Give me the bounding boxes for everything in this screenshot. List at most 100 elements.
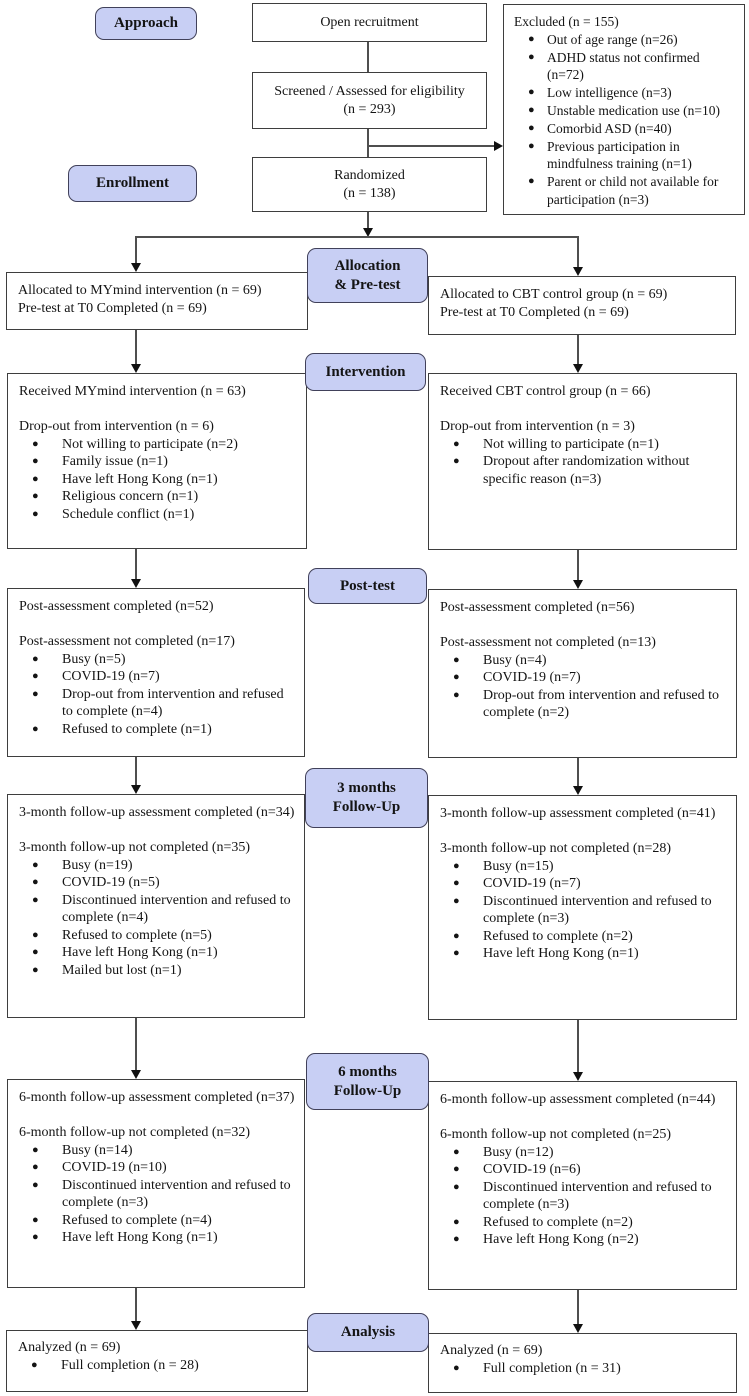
- list-item-text: Drop-out from intervention and refused t…: [483, 687, 719, 721]
- mymind-analysis-box: Analyzed (n = 69) ●Full completion (n = …: [6, 1330, 308, 1392]
- badge-label: Analysis: [340, 1324, 396, 1340]
- bullet-icon: ●: [32, 652, 39, 665]
- connector-line: [577, 758, 579, 786]
- connector-line: [135, 757, 137, 785]
- list-item-text: Refused to complete (n=2): [483, 1214, 633, 1230]
- bullet-icon: ●: [32, 1161, 39, 1173]
- list-item: ●Busy (n=14): [19, 1142, 296, 1160]
- list-item-text: Mailed but lost (n=1): [62, 962, 182, 978]
- bullet-icon: ●: [453, 653, 460, 666]
- list-item-text: Have left Hong Kong (n=1): [62, 471, 218, 487]
- bullet-icon: ●: [32, 946, 39, 958]
- cbt-allocation-box: Allocated to CBT control group (n = 69) …: [428, 276, 736, 335]
- badge-label-line2: & Pre-test: [334, 276, 401, 293]
- arrowhead-down-icon: [573, 786, 583, 795]
- list-item: ● Comorbid ASD (n=40): [514, 120, 738, 138]
- badge-label-line1: 6 months: [338, 1063, 397, 1080]
- bullet-icon: ●: [453, 1163, 460, 1175]
- bullet-icon: ●: [32, 490, 39, 502]
- bullet-icon: ●: [453, 1145, 460, 1158]
- list-item: ●Religious concern (n=1): [19, 488, 298, 506]
- box-header: 6-month follow-up assessment completed (…: [440, 1092, 716, 1107]
- bullet-icon: ●: [32, 472, 39, 485]
- connector-line: [577, 236, 579, 267]
- connector-line: [577, 334, 579, 364]
- bullet-icon: ●: [528, 86, 535, 99]
- list-item-text: Previous participation in mindfulness tr…: [547, 138, 692, 172]
- excluded-list: ●Out of age range (n=26)●ADHD status not…: [514, 31, 738, 209]
- box-header: 3-month follow-up assessment completed (…: [440, 806, 716, 821]
- cbt-followup3-box: 3-month follow-up assessment completed (…: [428, 795, 737, 1020]
- badge-label-line2: Follow-Up: [333, 1082, 402, 1099]
- list-item-text: Refused to complete (n=2): [483, 928, 633, 944]
- bullet-icon: ●: [32, 858, 39, 871]
- bullet-icon: ●: [528, 121, 535, 134]
- connector-line: [135, 549, 137, 579]
- list-item: ●Have left Hong Kong (n=2): [440, 1231, 728, 1249]
- bullet-icon: ●: [453, 1180, 460, 1193]
- bullet-icon: ●: [528, 50, 535, 63]
- enrollment-badge: Enrollment: [68, 165, 197, 202]
- arrowhead-down-icon: [131, 364, 141, 373]
- mymind-allocation-line2: Pre-test at T0 Completed (n = 69): [18, 300, 207, 316]
- bullet-icon: ●: [453, 947, 460, 959]
- list-item: ●Unstable medication use (n=10): [514, 102, 738, 120]
- box-header: Post-assessment completed (n=52): [19, 599, 214, 614]
- connector-line: [135, 330, 137, 364]
- list-item-text: Refused to complete (n=4): [62, 1212, 212, 1228]
- randomized-label-line1: Randomized: [334, 168, 405, 183]
- list-item: ● Discontinued intervention and refused t…: [19, 892, 296, 927]
- followup6-badge: 6 months Follow-Up: [306, 1053, 429, 1110]
- bullet-icon: ●: [453, 455, 460, 467]
- open-recruitment-label: Open recruitment: [320, 14, 419, 30]
- reason-list: ●Busy (n=4)●COVID-19 (n=7)●Drop-out from…: [440, 652, 728, 722]
- connector-line: [136, 236, 579, 238]
- list-item-text: Full completion (n = 31): [483, 1360, 621, 1376]
- list-item: ●COVID-19 (n=7): [19, 668, 296, 686]
- bullet-icon: ●: [32, 687, 39, 700]
- bullet-icon: ●: [528, 32, 535, 45]
- list-item: ●Full completion (n = 31): [440, 1360, 728, 1378]
- list-item: ●Family issue (n=1): [19, 453, 298, 471]
- list-item-text: Discontinued intervention and refused to…: [62, 892, 291, 926]
- list-item: ● Dropout after randomization without spe…: [440, 453, 728, 488]
- arrowhead-down-icon: [131, 1070, 141, 1079]
- mymind-followup6-box: 6-month follow-up assessment completed (…: [7, 1079, 305, 1288]
- arrowhead-down-icon: [363, 228, 373, 237]
- list-item-text: Drop-out from intervention and refused t…: [62, 686, 284, 720]
- bullet-icon: ●: [32, 893, 39, 906]
- bullet-icon: ●: [32, 1178, 39, 1191]
- list-item-text: Have left Hong Kong (n=1): [483, 946, 639, 961]
- list-item: ●Discontinued intervention and refused t…: [19, 1177, 296, 1212]
- arrowhead-down-icon: [573, 267, 583, 276]
- excluded-box: Excluded (n = 155) ●Out of age range (n=…: [503, 4, 745, 215]
- arrowhead-down-icon: [131, 1321, 141, 1330]
- bullet-icon: ●: [528, 175, 535, 188]
- reason-list: ●Not willing to participate (n=1)●Dropou…: [440, 436, 728, 489]
- cbt-followup6-box: 6-month follow-up assessment completed (…: [428, 1081, 737, 1290]
- connector-line: [367, 211, 369, 230]
- list-item: ●Refused to complete (n=2): [440, 928, 728, 946]
- box-subheader: Post-assessment not completed (n=13): [440, 635, 656, 650]
- list-item: ●Full completion (n = 28): [18, 1357, 299, 1375]
- list-item: ●Discontinued intervention and refused t…: [440, 893, 728, 928]
- connector-line: [577, 550, 579, 580]
- list-item-text: Busy (n=14): [62, 1142, 133, 1158]
- list-item-text: Busy (n=5): [62, 651, 126, 667]
- reason-list: ● Not willing to participate (n=2)●Family…: [19, 436, 298, 524]
- list-item-text: Refused to complete (n=1): [62, 721, 212, 737]
- intervention-badge: Intervention: [305, 353, 426, 391]
- arrowhead-down-icon: [131, 785, 141, 794]
- list-item-text: Not willing to participate (n=2): [62, 436, 238, 452]
- randomized-label-line2: (n = 138): [343, 185, 396, 201]
- box-subheader: Drop-out from intervention (n = 6): [19, 419, 214, 434]
- list-item-text: Dropout after randomization without spec…: [483, 454, 690, 487]
- list-item-text: COVID-19 (n=7): [483, 876, 581, 891]
- box-subheader: Post-assessment not completed (n=17): [19, 634, 235, 649]
- list-item-text: Comorbid ASD (n=40): [547, 120, 672, 136]
- list-item: ●COVID-19 (n=5): [19, 874, 296, 892]
- list-item: ● Have left Hong Kong (n=1): [440, 945, 728, 963]
- box-header: Post-assessment completed (n=56): [440, 600, 635, 615]
- list-item-text: Busy (n=15): [483, 858, 554, 874]
